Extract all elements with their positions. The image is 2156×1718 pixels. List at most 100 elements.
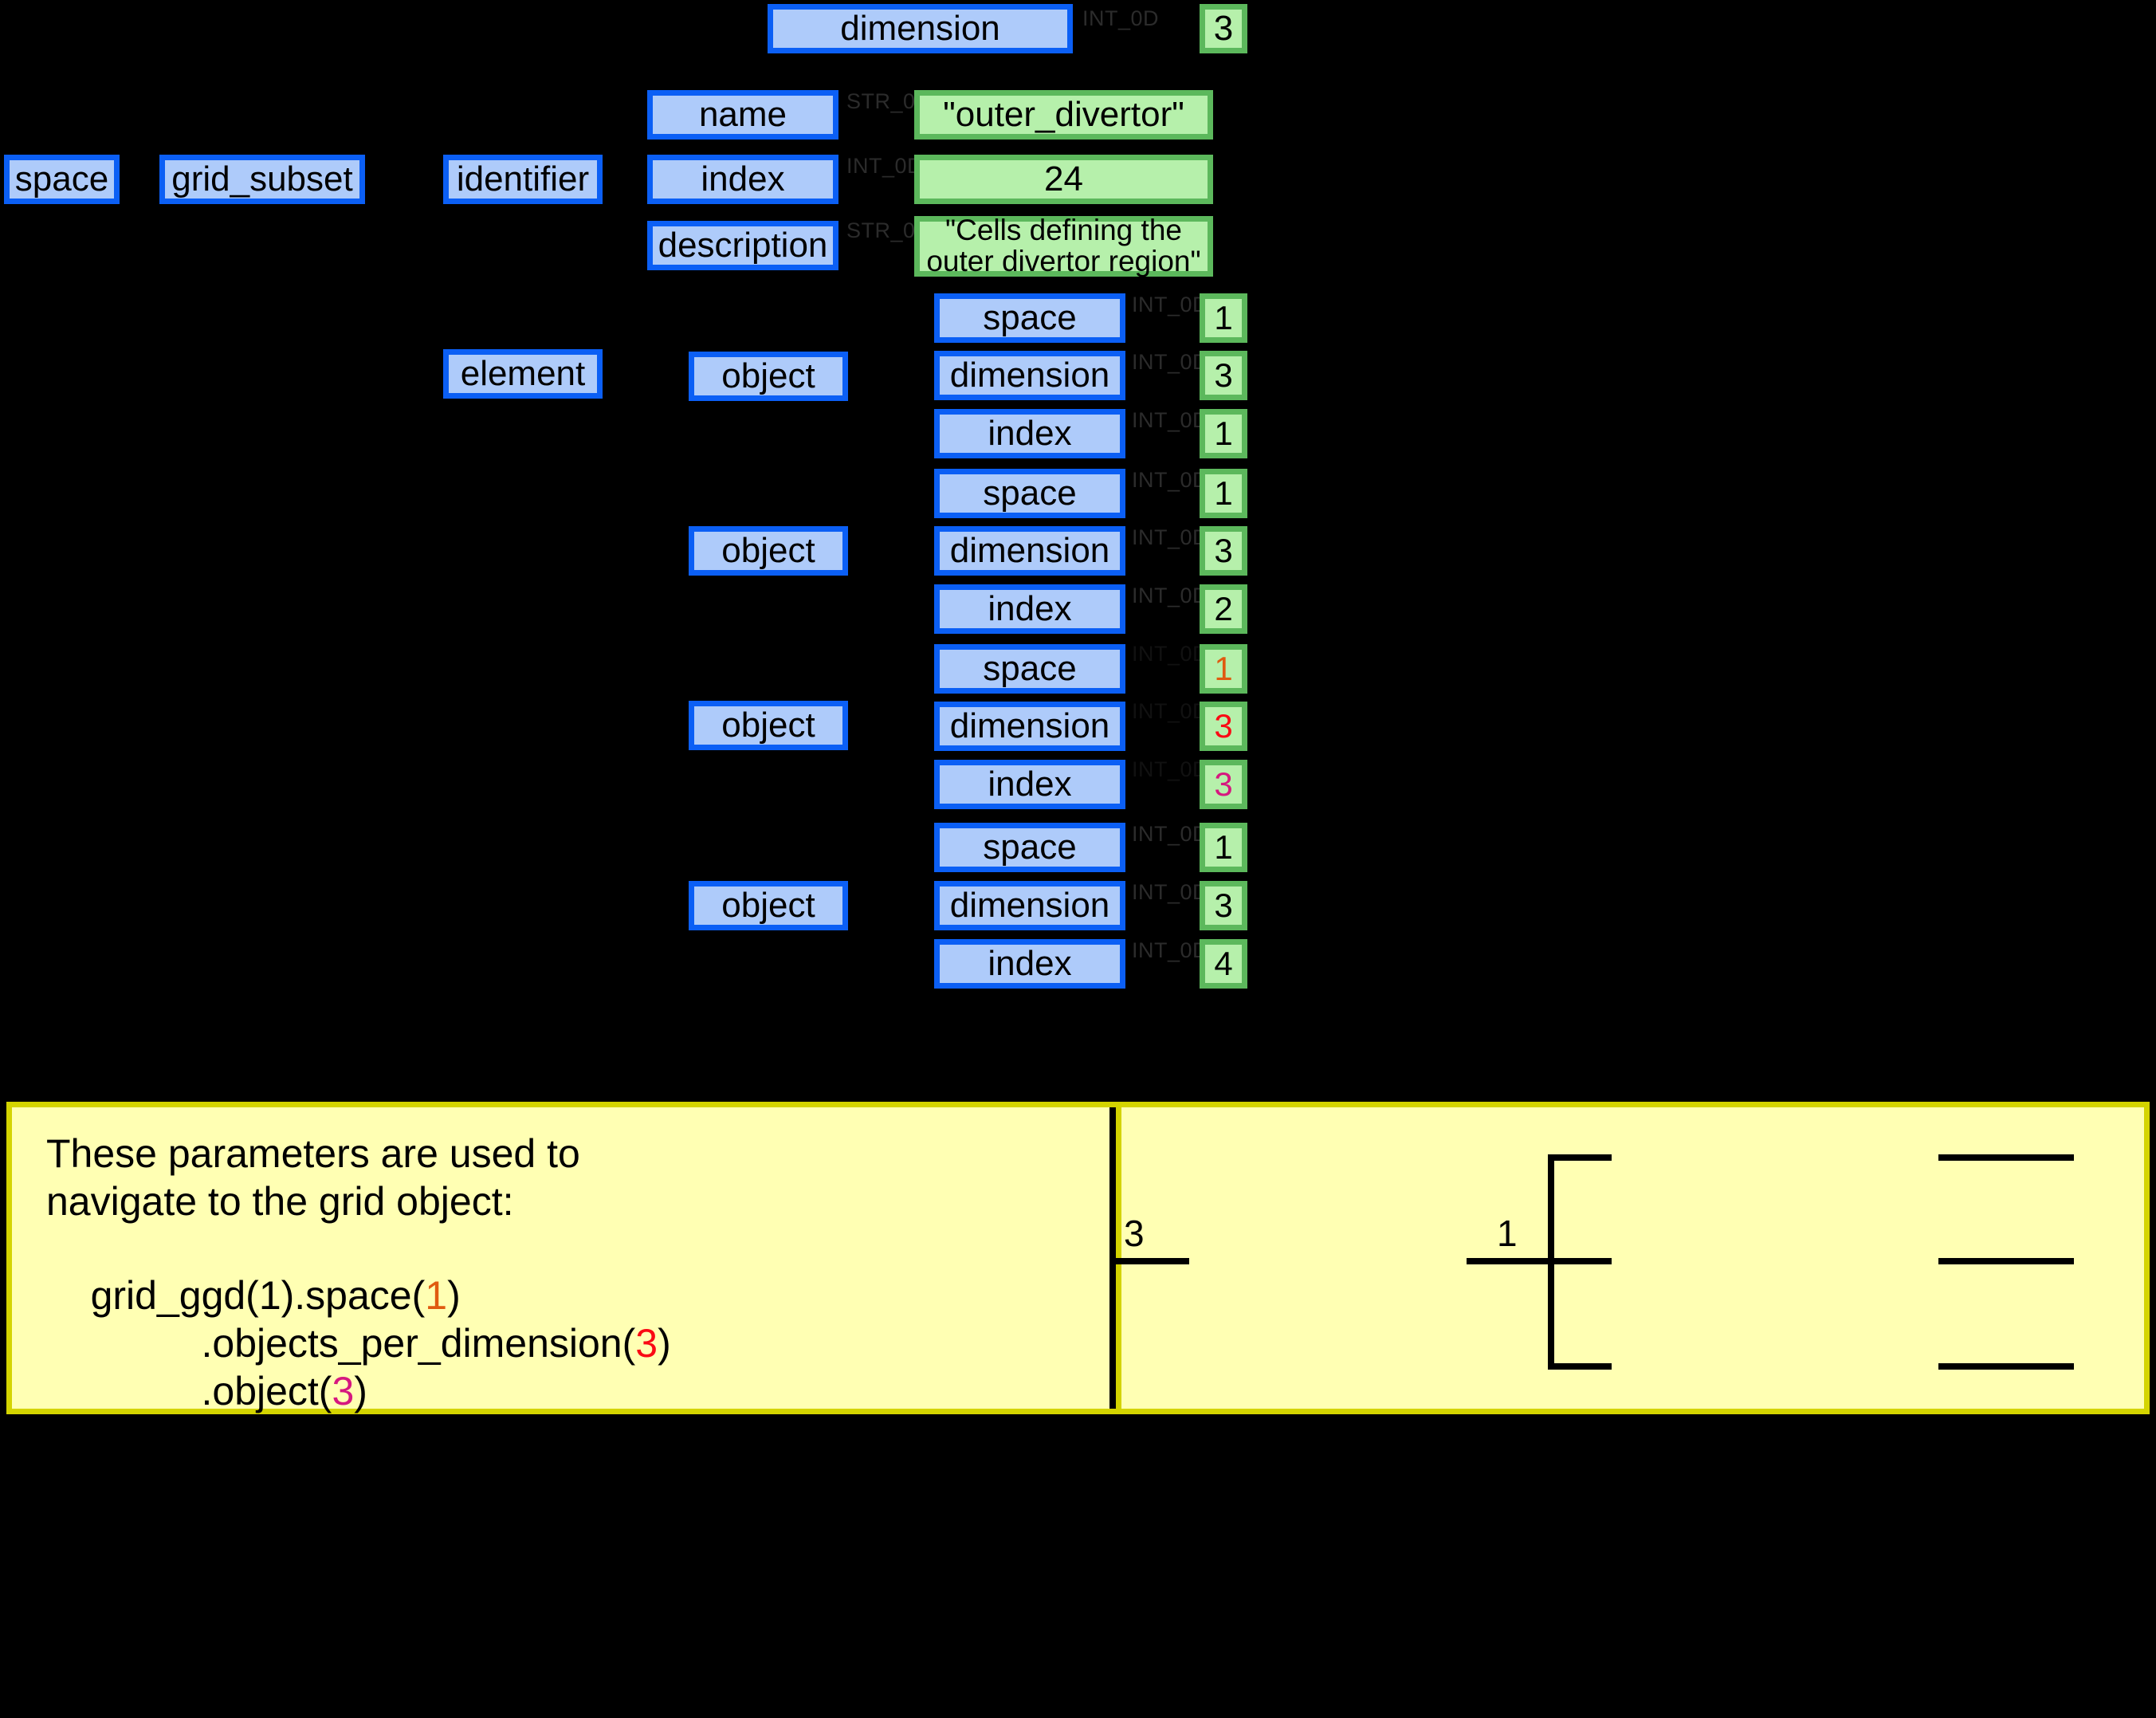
type-label-int0d-o4-dimension: INT_0D [1132,880,1209,904]
node-object-1-dimension[interactable]: dimension [934,351,1125,400]
type-label-int0d-o3-index: INT_0D [1132,757,1209,781]
value-text: "Cells defining the outer divertor regio… [926,214,1201,277]
value-object-1-space: 1 [1200,293,1247,343]
node-label: object [721,530,815,570]
node-label: description [658,225,828,265]
node-label: object [721,705,815,745]
node-label: name [698,94,787,134]
connector-junction-to-dimension [1548,1258,1612,1264]
value-object-1-index: 1 [1200,409,1247,458]
node-label: dimension [949,885,1110,925]
node-object-3-highlighted[interactable]: object [689,701,848,750]
node-object-3-dimension[interactable]: dimension [934,702,1125,751]
node-object-3-space[interactable]: space [934,644,1125,694]
value-text: 1 [1214,298,1233,336]
node-label: dimension [949,706,1110,745]
value-name: "outer_divertor" [914,90,1213,140]
node-label: space [983,297,1077,337]
node-label: space [983,648,1077,688]
callout-object-index: 3 [332,1369,355,1413]
node-label: grid_subset [171,159,353,199]
connector-junction-to-space [1548,1154,1612,1161]
connector-spine-to-object [1109,1258,1189,1264]
node-label: index [988,764,1072,804]
multiplicity-element-object: 3 [1124,1213,1145,1254]
node-label: index [701,159,785,199]
value-object-3-space: 1 [1200,644,1247,694]
connector-space-to-value [1938,1154,2074,1161]
node-object-2[interactable]: object [689,526,848,576]
node-dimension-top[interactable]: dimension [768,4,1073,53]
connector-junction-to-index [1548,1363,1612,1370]
node-grid-subset[interactable]: grid_subset [159,155,365,204]
node-label: identifier [456,159,590,199]
node-object-4-space[interactable]: space [934,823,1125,872]
value-description: "Cells defining the outer divertor regio… [914,214,1213,277]
connector-index-to-value [1938,1363,2074,1370]
value-text: 3 [1214,886,1233,924]
node-element[interactable]: element [443,349,603,399]
node-object-2-index[interactable]: index [934,584,1125,634]
type-label-int0d-o3-space: INT_0D [1132,642,1209,666]
node-object-3-index[interactable]: index [934,760,1125,809]
node-label: dimension [949,355,1110,395]
value-text: 1 [1214,649,1233,687]
type-label-int0d-o1-index: INT_0D [1132,408,1209,432]
node-description[interactable]: description [647,221,838,270]
value-text: 1 [1214,474,1233,512]
node-object-1[interactable]: object [689,352,848,401]
node-object-4-dimension[interactable]: dimension [934,881,1125,930]
node-label: space [983,473,1077,513]
value-object-2-index: 2 [1200,584,1247,634]
value-text: 3 [1214,531,1233,569]
value-object-3-dimension: 3 [1200,702,1247,751]
callout-line-1: These parameters are used to [46,1131,580,1176]
callout-paren: ) [658,1321,671,1366]
value-object-2-space: 1 [1200,469,1247,518]
type-label-int0d-o3-dimension: INT_0D [1132,699,1209,723]
node-identifier[interactable]: identifier [443,155,603,204]
callout-paren: ) [447,1273,461,1318]
type-label-int0d-o2-dimension: INT_0D [1132,525,1209,549]
connector-object-to-junction [1467,1258,1554,1264]
node-label: index [988,413,1072,453]
node-object-1-index[interactable]: index [934,409,1125,458]
callout-line-4: .objects_per_dimension(3) [46,1274,671,1413]
node-label: dimension [840,8,1000,48]
callout-dimension-index: 3 [635,1321,658,1366]
value-object-4-space: 1 [1200,823,1247,872]
node-object-2-dimension[interactable]: dimension [934,526,1125,576]
callout-space-index: 1 [425,1273,448,1318]
value-text: 3 [1214,765,1233,803]
value-text: 1 [1214,414,1233,452]
value-object-2-dimension: 3 [1200,526,1247,576]
node-name[interactable]: name [647,90,838,140]
value-text: 3 [1214,706,1233,745]
node-label: dimension [949,530,1110,570]
callout-line-5: .object(3) [46,1322,367,1460]
type-label-int0d-index: INT_0D [846,154,924,178]
node-object-2-space[interactable]: space [934,469,1125,518]
value-object-4-index: 4 [1200,939,1247,989]
node-label: index [988,588,1072,628]
node-object-1-space[interactable]: space [934,293,1125,343]
node-space-root[interactable]: space [4,155,120,204]
node-object-4[interactable]: object [689,881,848,930]
multiplicity-object-fields: 1 [1497,1213,1518,1254]
value-text: "outer_divertor" [943,94,1184,134]
node-object-4-index[interactable]: index [934,939,1125,989]
value-text: 3 [1213,8,1234,48]
node-label: index [988,943,1072,983]
value-index: 24 [914,155,1213,204]
node-index[interactable]: index [647,155,838,204]
callout-paren: ) [354,1369,367,1413]
node-label: object [721,885,815,925]
value-text: 4 [1214,944,1233,982]
type-label-int0d-o1-dimension: INT_0D [1132,350,1209,374]
type-label-int0d-o2-index: INT_0D [1132,584,1209,607]
value-text: 1 [1214,828,1233,866]
value-object-4-dimension: 3 [1200,881,1247,930]
callout-line-2: navigate to the grid object: [46,1179,514,1224]
value-text: 3 [1214,356,1233,394]
